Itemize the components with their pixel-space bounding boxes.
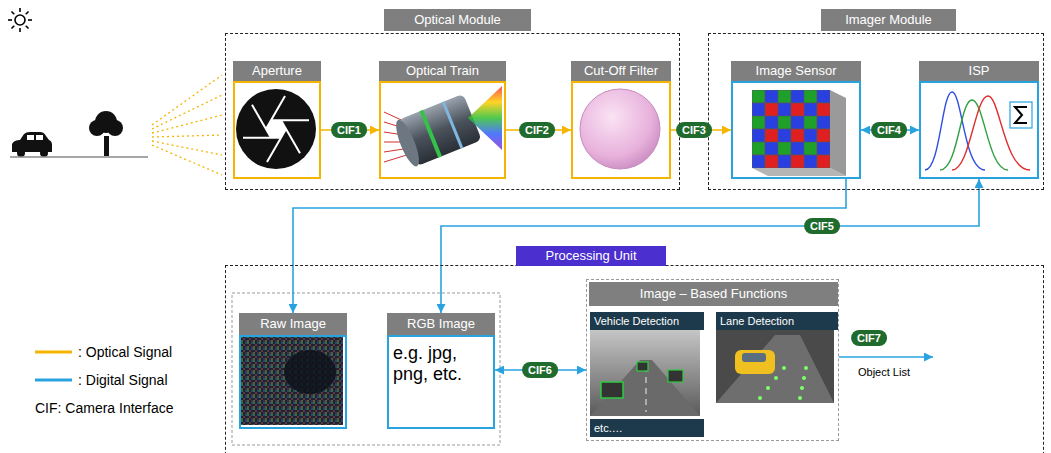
output-arrow <box>839 356 933 358</box>
box-frame <box>919 81 1039 179</box>
legend-sample-optical <box>35 351 72 354</box>
function-box: Vehicle Detection <box>590 312 704 418</box>
output-label: Object List <box>858 366 910 378</box>
function-box: Lane Detection <box>716 312 838 407</box>
box-header: etc.… <box>590 419 704 437</box>
vehicle-picture <box>590 328 700 416</box>
component-box: Aperture <box>233 61 321 179</box>
box-header: ISP <box>919 61 1039 81</box>
box-frame <box>233 81 321 179</box>
box-header: Optical Train <box>379 61 506 81</box>
interface-label: CIF2 <box>519 122 555 138</box>
interface-label: CIF6 <box>522 362 558 378</box>
filter-picture <box>580 89 660 169</box>
aperture-picture <box>236 89 316 169</box>
box-header: Image – Based Functions <box>589 282 838 306</box>
box-header: Vehicle Detection <box>590 312 704 330</box>
sigma-symbol <box>1010 102 1032 128</box>
box-frame <box>379 81 506 179</box>
legend-text: : Optical Signal <box>78 344 172 360</box>
module-box: Optical ModuleApertureOptical TrainCut-O… <box>225 33 680 190</box>
interface-label: CIF7 <box>851 330 887 346</box>
interface-label: CIF1 <box>331 122 367 138</box>
box-frame <box>571 81 671 179</box>
interface-label: CIF4 <box>871 122 907 138</box>
module-title: Optical Module <box>384 9 531 31</box>
interface-label: CIF3 <box>676 122 712 138</box>
legend-sample-digital <box>35 379 72 382</box>
box-header: Aperture <box>233 61 321 81</box>
box-header: Lane Detection <box>716 312 838 330</box>
box-header: Raw Image <box>239 313 347 335</box>
module-box: Processing UnitRaw ImageRGB Imagee.g. jp… <box>225 265 1044 453</box>
module-title: Processing Unit <box>516 246 666 266</box>
legend-note: CIF: Camera Interface <box>35 400 174 416</box>
interface-label: CIF5 <box>804 218 840 234</box>
box-frame <box>731 81 861 179</box>
lens-picture <box>384 86 502 169</box>
data-box: RGB Image e.g. jpg, png, etc. <box>387 313 495 429</box>
component-box: ISP <box>919 61 1039 179</box>
lane-picture <box>716 328 834 403</box>
ground-line <box>10 156 148 158</box>
component-box: Image Sensor <box>731 61 861 179</box>
box-header: Image Sensor <box>731 61 861 81</box>
module-title: Imager Module <box>821 9 956 31</box>
group-outline <box>232 293 500 445</box>
sun-icon <box>8 8 32 32</box>
tree-icon <box>89 111 123 156</box>
signal-connector <box>293 179 846 313</box>
raw-picture <box>241 336 343 425</box>
box-body-text: e.g. jpg, png, etc. <box>391 339 491 425</box>
car-icon <box>12 132 52 157</box>
data-box: Raw Image <box>239 313 347 429</box>
component-box: Cut-Off Filter <box>571 61 671 179</box>
box-header: Cut-Off Filter <box>571 61 671 81</box>
component-box: Optical Train <box>379 61 506 179</box>
box-frame <box>239 335 347 429</box>
signal-connector <box>441 179 979 313</box>
box-header: RGB Image <box>387 313 495 335</box>
light-rays <box>152 75 222 175</box>
function-group: Image – Based Functions etc.… Vehicle Dete… <box>586 279 839 441</box>
module-box: Imager ModuleImage SensorISP <box>708 33 1044 190</box>
legend-text: : Digital Signal <box>78 372 168 388</box>
sensor-picture <box>752 90 846 176</box>
